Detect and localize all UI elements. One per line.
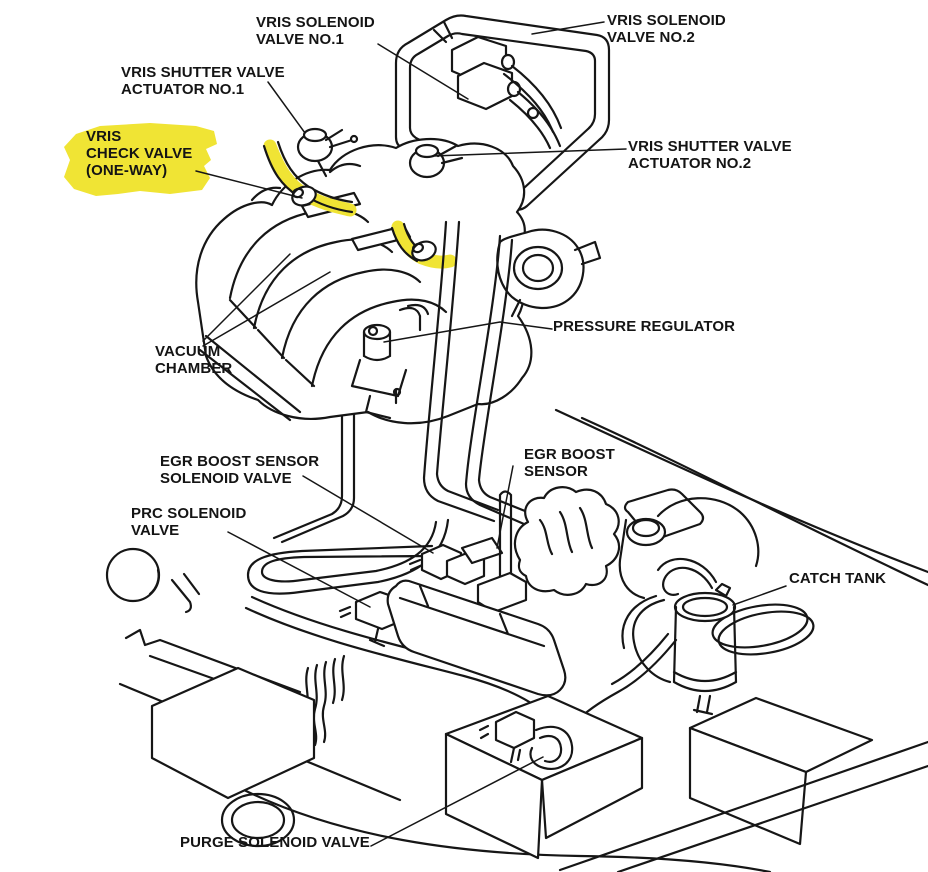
label-pressure-regulator: PRESSURE REGULATOR — [553, 318, 736, 335]
vris-solenoid-valve-cluster — [432, 20, 563, 150]
leader-lines — [195, 21, 787, 847]
throttle-body — [496, 228, 602, 318]
purge-solenoid-valve-part — [478, 710, 574, 770]
reservoir-bottle — [618, 488, 760, 600]
label-vris-shutter-valve-actuator-no1: VRIS SHUTTER VALVE ACTUATOR NO.1 — [121, 64, 285, 98]
label-purge-solenoid-valve: PURGE SOLENOID VALVE — [180, 834, 370, 851]
radiator-and-hood-lines — [105, 547, 772, 872]
transmission-lines — [558, 740, 928, 872]
center-vacuum-hoses — [422, 220, 532, 526]
panel-opening — [711, 603, 815, 656]
shutter-valve-actuators-and-check-valves — [291, 127, 464, 262]
label-vris-solenoid-valve-no2: VRIS SOLENOID VALVE NO.2 — [607, 12, 726, 46]
label-prc-solenoid-valve: PRC SOLENOID VALVE — [131, 505, 247, 539]
label-egr-boost-sensor: EGR BOOST SENSOR — [524, 446, 615, 480]
cowl-panel-lines — [554, 408, 928, 587]
egr-boost-sensor-part — [476, 490, 528, 614]
label-vris-solenoid-valve-no1: VRIS SOLENOID VALVE NO.1 — [256, 14, 375, 48]
label-catch-tank: CATCH TANK — [789, 570, 887, 587]
highlight-marker — [64, 123, 217, 196]
label-vacuum-chamber: VACUUM CHAMBER — [155, 343, 233, 377]
label-vris-shutter-valve-actuator-no2: VRIS SHUTTER VALVE ACTUATOR NO.2 — [628, 138, 792, 172]
label-egr-boost-sensor-solenoid-valve: EGR BOOST SENSOR SOLENOID VALVE — [160, 453, 320, 487]
engine-block — [150, 579, 874, 860]
egr-boost-sensor-solenoid-valve-part — [408, 536, 504, 586]
label-vris-check-valve-one-way: VRIS CHECK VALVE (ONE-WAY) — [86, 128, 193, 179]
pressure-regulator-part — [350, 303, 430, 420]
catch-tank-part — [574, 557, 738, 724]
corrugated-hose — [513, 486, 621, 596]
